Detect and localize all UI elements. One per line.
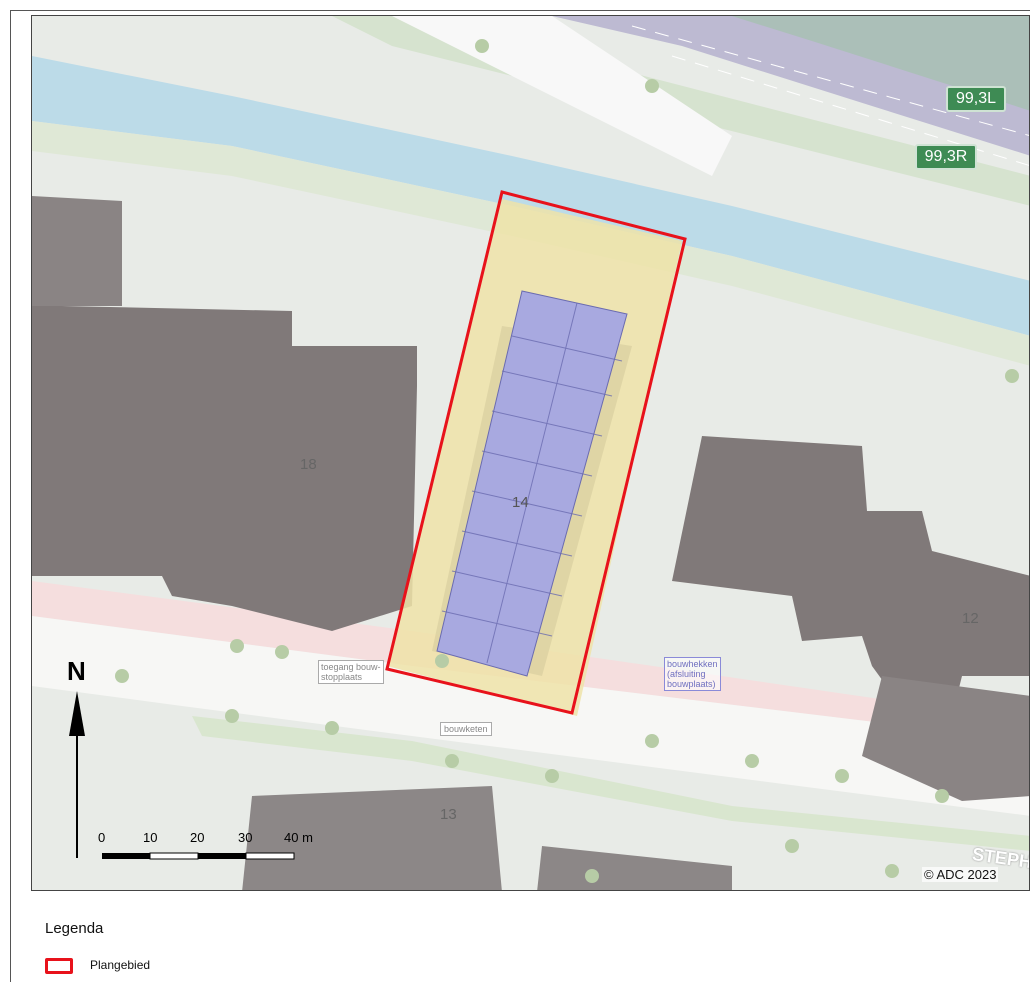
legend-item-plangebied: Plangebied	[90, 958, 151, 972]
building-12-annex	[862, 676, 1029, 801]
copyright-notice: © ADC 2023	[922, 867, 999, 882]
map-view[interactable]: 99,3L 99,3R 18 14 12 13 toegang bouw- st…	[31, 15, 1030, 891]
scale-tick-10: 10	[143, 830, 158, 845]
red-outline-rectangle-icon	[45, 958, 73, 974]
scale-tick-40m: 40 m	[284, 830, 313, 845]
trees	[115, 39, 1019, 883]
road-shield-99-3r: 99,3R	[915, 144, 977, 170]
road-shield-99-3l: 99,3L	[946, 86, 1006, 112]
building-13	[242, 786, 502, 890]
highway-median	[732, 16, 1029, 111]
scale-tick-20: 20	[190, 830, 205, 845]
dwelling-dividers	[441, 302, 623, 664]
map-canvas	[32, 16, 1029, 890]
annotation-bouwhekken: bouwhekken (afsluiting bouwplaats)	[664, 657, 721, 691]
plangebied-outline	[385, 190, 687, 715]
north-label: N	[67, 656, 86, 686]
scale-bar-graphic	[102, 852, 295, 860]
building-18	[32, 306, 417, 631]
building-18-annex	[32, 196, 122, 306]
building-12	[672, 436, 1029, 721]
annotation-bouwketen: bouwketen	[440, 722, 492, 736]
road-lower	[32, 616, 1029, 816]
house-number-18: 18	[300, 456, 317, 473]
north-arrow-icon	[69, 691, 85, 858]
service-road	[392, 16, 732, 176]
page-frame	[10, 10, 1030, 982]
legend-title: Legenda	[45, 920, 104, 937]
scale-tick-0: 0	[98, 830, 106, 845]
house-number-14: 14	[512, 494, 529, 511]
house-number-13: 13	[440, 806, 457, 823]
scale-tick-30: 30	[238, 830, 253, 845]
canal-water	[32, 56, 1029, 336]
house-number-12: 12	[962, 610, 979, 627]
annotation-toegang: toegang bouw- stopplaats	[318, 660, 384, 684]
